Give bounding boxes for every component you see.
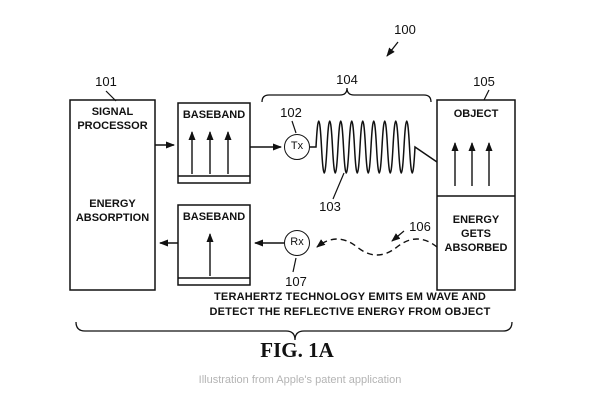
ref-100: 100 [394, 22, 416, 37]
ref-107: 107 [285, 274, 307, 289]
brace-104 [261, 87, 432, 103]
rx-node: Rx [284, 230, 310, 256]
ref-101: 101 [95, 74, 117, 89]
baseband-top-box [177, 102, 251, 184]
energy-absorption-label: ENERGY ABSORPTION [75, 198, 150, 224]
baseband-bottom-label: BASEBAND [182, 211, 246, 223]
source-caption: Illustration from Apple's patent applica… [198, 374, 402, 386]
leader-100 [386, 41, 399, 57]
em-wave-solid [310, 120, 438, 174]
object-box [436, 99, 516, 291]
ref-106: 106 [409, 219, 431, 234]
ref-104: 104 [336, 72, 358, 87]
ref-105: 105 [473, 74, 495, 89]
signal-processor-label: SIGNAL PROCESSOR [77, 106, 148, 132]
object-arrows [451, 142, 493, 186]
tx-node: Tx [284, 134, 310, 160]
leader-106 [391, 230, 405, 242]
leader-107 [292, 257, 297, 273]
object-label: OBJECT [453, 108, 499, 120]
leader-103 [332, 172, 345, 200]
leader-101 [105, 90, 117, 102]
baseband-top-label: BASEBAND [182, 109, 246, 121]
ref-102: 102 [280, 105, 302, 120]
annotation-line-2: DETECT THE REFLECTIVE ENERGY FROM OBJECT [209, 306, 491, 318]
annotation-line-1: TERAHERTZ TECHNOLOGY EMITS EM WAVE AND [213, 291, 486, 303]
baseband-bottom-box [177, 204, 251, 286]
leader-105 [483, 89, 490, 101]
energy-gets-absorbed-label: ENERGY GETS ABSORBED [444, 214, 508, 254]
baseband-top-arrows [188, 131, 232, 174]
ref-103: 103 [319, 199, 341, 214]
signal-processor-box [69, 99, 156, 291]
brace-figure [75, 321, 513, 341]
leader-102 [291, 120, 297, 134]
em-wave-reflected-dashed [316, 238, 438, 256]
figure-label: FIG. 1A [260, 338, 334, 362]
